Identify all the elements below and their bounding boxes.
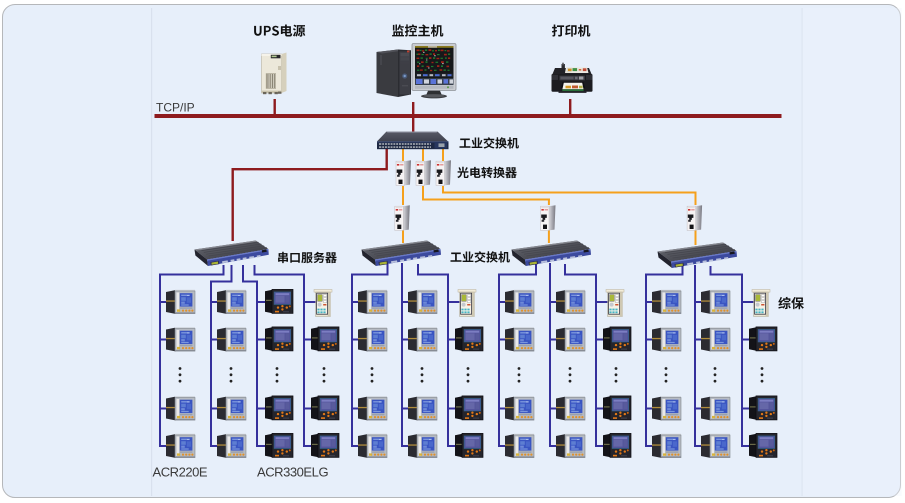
svg-text:ACR220E: ACR220E: [153, 465, 208, 480]
svg-text:TCP/IP: TCP/IP: [156, 101, 195, 115]
svg-text:ACR330ELG: ACR330ELG: [257, 465, 328, 480]
